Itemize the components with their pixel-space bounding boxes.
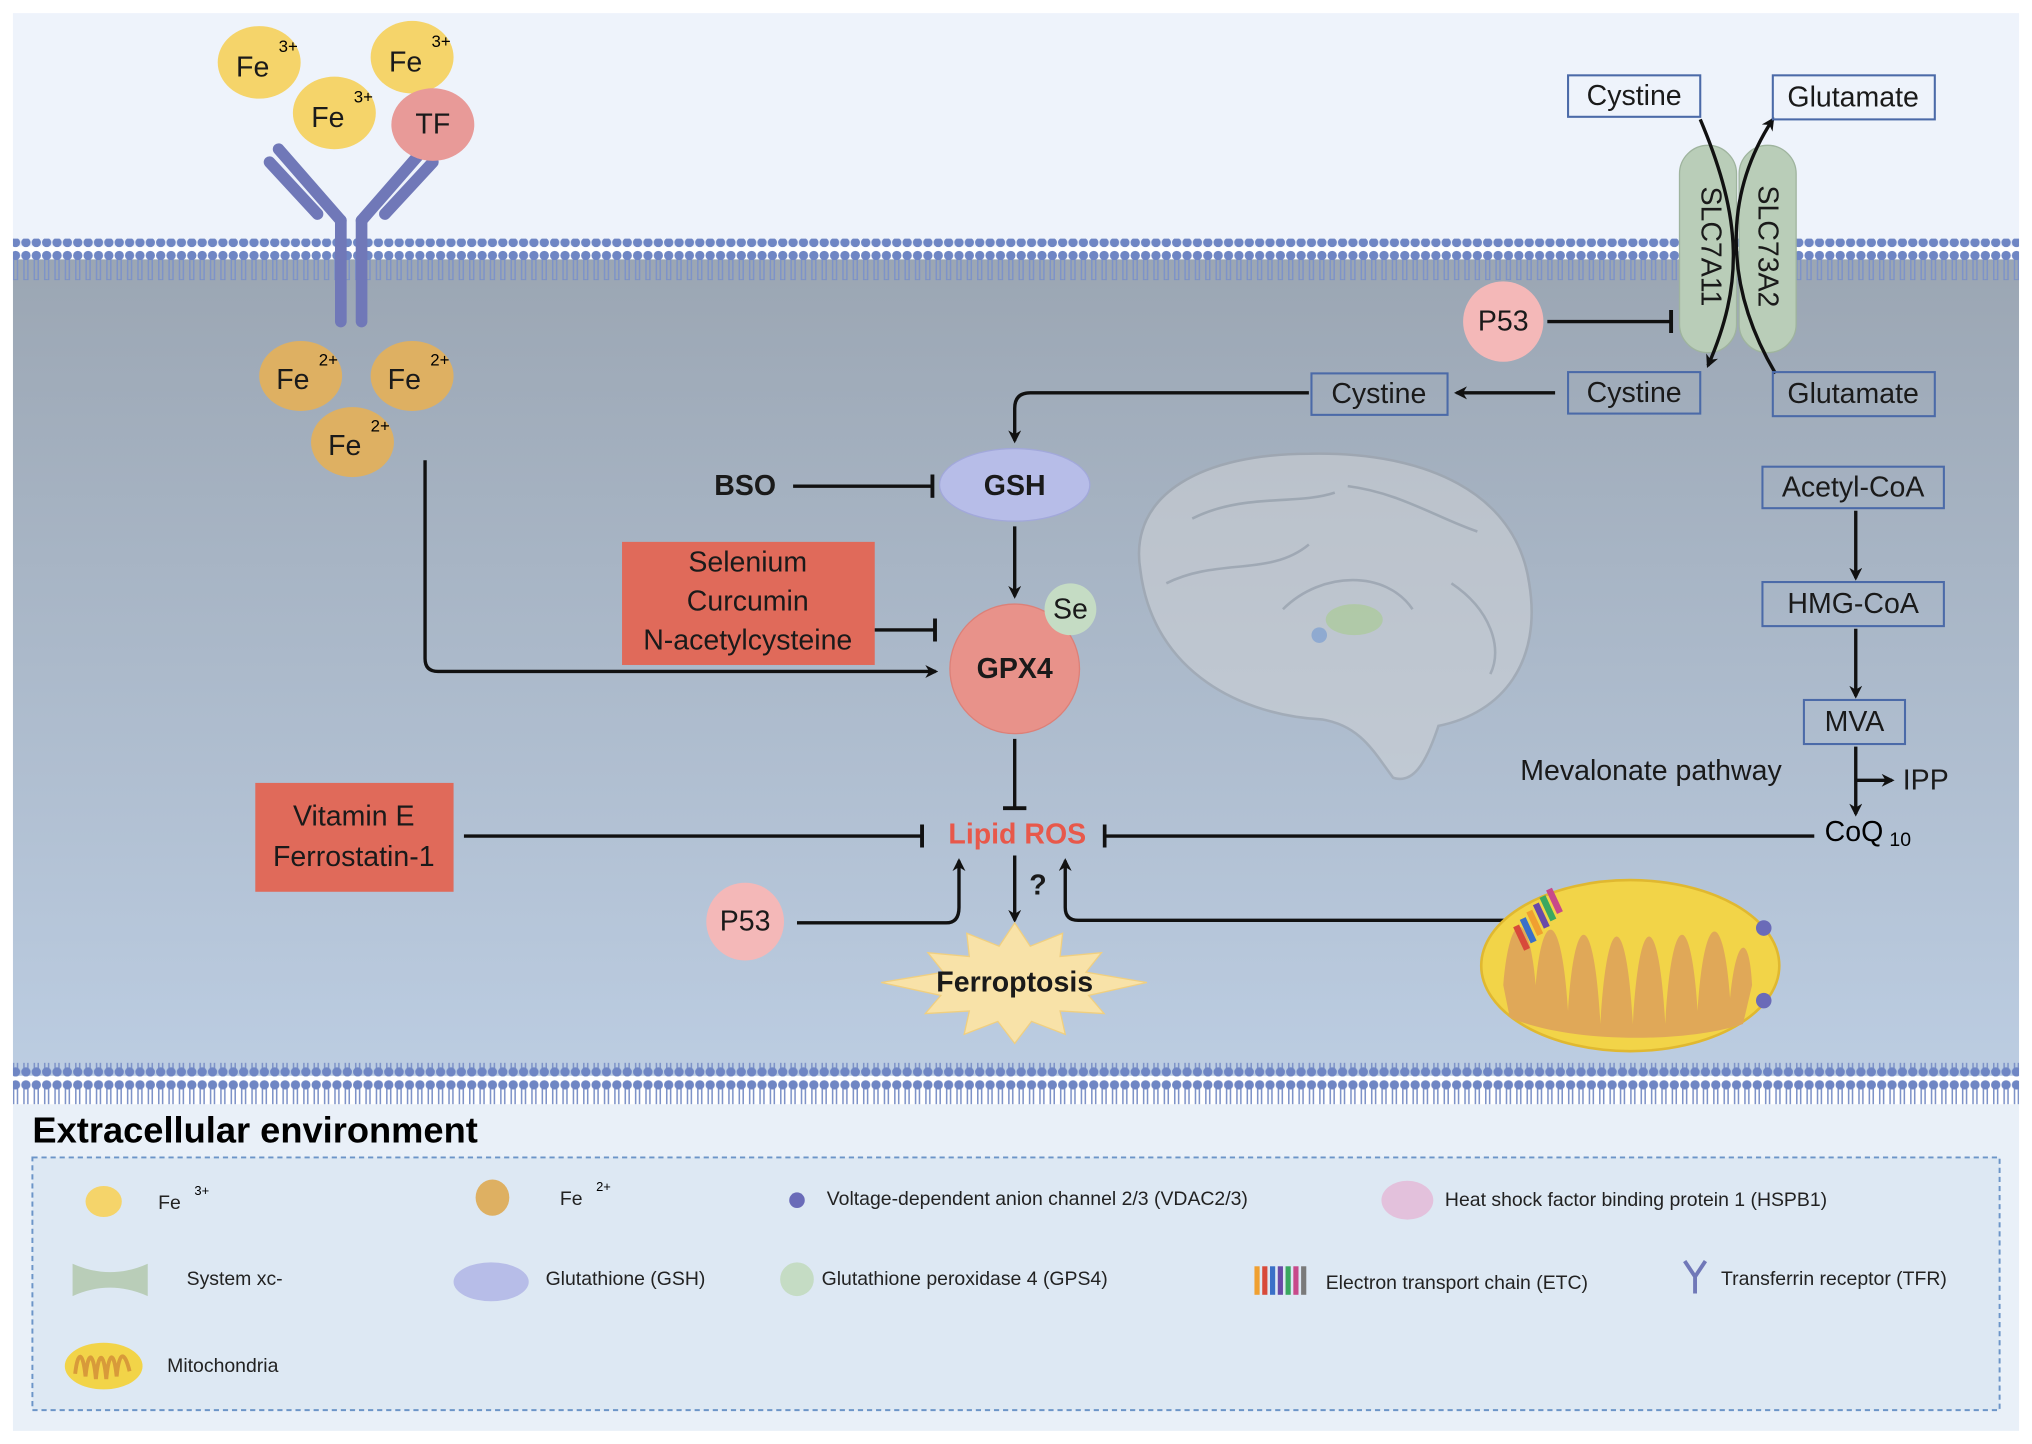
svg-text:2+: 2+ (371, 417, 390, 436)
region-label: Extracellular environment (32, 1110, 477, 1151)
fe2-legend-icon (475, 1179, 510, 1216)
svg-text:Fe: Fe (388, 364, 421, 396)
fe2-ion: Fe 2+ (311, 407, 394, 478)
bso-label: BSO (714, 470, 776, 502)
p53-bottom: P53 (706, 882, 785, 961)
svg-text:P53: P53 (720, 906, 771, 938)
svg-text:Electron transport chain (ETC): Electron transport chain (ETC) (1326, 1272, 1588, 1294)
lipid-ros-label: Lipid ROS (948, 819, 1086, 851)
glutamate-intracellular-box: Glutamate (1771, 371, 1936, 418)
cystine-intracellular-box: Cystine (1567, 371, 1702, 415)
svg-text:Cystine: Cystine (1331, 378, 1426, 410)
coq10-label: CoQ 10 (1825, 816, 1912, 851)
brain-icon (1137, 452, 1533, 781)
svg-text:Fe: Fe (236, 52, 269, 84)
svg-text:Se: Se (1053, 593, 1088, 625)
cystine-extracellular-box: Cystine (1567, 74, 1702, 118)
svg-text:10: 10 (1889, 829, 1911, 851)
gpx4-legend-icon (780, 1262, 814, 1297)
svg-text:Cystine: Cystine (1587, 80, 1682, 112)
svg-text:HMG-CoA: HMG-CoA (1787, 588, 1918, 620)
svg-text:Selenium: Selenium (688, 547, 807, 579)
svg-text:N-acetylcysteine: N-acetylcysteine (643, 624, 852, 656)
svg-text:Fe: Fe (158, 1192, 181, 1214)
tfr-legend-icon (1683, 1260, 1708, 1294)
svg-text:Fe: Fe (389, 46, 422, 78)
system-xc-transporter: SLC7A11 SLC73A2 (1678, 117, 1797, 375)
svg-text:Glutathione peroxidase 4 (GPS4: Glutathione peroxidase 4 (GPS4) (822, 1268, 1108, 1290)
vdac-icon (1755, 920, 1772, 936)
svg-text:Glutamate: Glutamate (1787, 378, 1918, 410)
fe3-ion: Fe 3+ (217, 26, 301, 99)
svg-text:Fe: Fe (560, 1188, 583, 1210)
svg-text:MVA: MVA (1825, 706, 1885, 738)
fe2-ion: Fe 2+ (370, 341, 454, 411)
selenium-curcumin-nac-box: Selenium Curcumin N-acetylcysteine (622, 541, 875, 665)
gpx4-node: GPX4 (949, 603, 1081, 735)
svg-text:3+: 3+ (354, 88, 373, 107)
system-xc-legend-icon (72, 1263, 148, 1297)
vdac-icon (1755, 992, 1772, 1009)
transferrin-receptor-icon (263, 143, 439, 328)
acetyl-coa-box: Acetyl-CoA (1761, 465, 1945, 510)
ipp-label: IPP (1903, 764, 1949, 796)
svg-text:CoQ: CoQ (1825, 816, 1884, 848)
svg-text:2+: 2+ (596, 1179, 611, 1194)
svg-text:Voltage-dependent anion channe: Voltage-dependent anion channel 2/3 (VDA… (827, 1188, 1248, 1210)
vdac-legend-icon (789, 1192, 805, 1208)
svg-text:Glutamate: Glutamate (1787, 81, 1918, 113)
svg-text:3+: 3+ (432, 32, 451, 51)
svg-text:Heat shock factor binding prot: Heat shock factor binding protein 1 (HSP… (1445, 1189, 1827, 1211)
legend: Fe 3+ Fe 2+ Voltage-dependent anion channe… (31, 1156, 2001, 1412)
cystine-cytosol-box: Cystine (1310, 372, 1449, 416)
fe2-ion: Fe 2+ (259, 341, 343, 411)
question-mark: ? (1029, 869, 1046, 901)
gsh-legend-icon (453, 1262, 529, 1302)
svg-text:Transferrin receptor (TFR): Transferrin receptor (TFR) (1721, 1268, 1947, 1290)
fe3-ion: Fe 3+ (370, 20, 454, 94)
svg-text:3+: 3+ (194, 1183, 209, 1198)
svg-text:Ferroptosis: Ferroptosis (936, 966, 1093, 998)
mva-box: MVA (1802, 698, 1907, 746)
svg-text:TF: TF (415, 109, 450, 141)
fe2-to-gpx4-arrow (423, 460, 939, 678)
svg-text:Ferrostatin-1: Ferrostatin-1 (273, 841, 435, 873)
svg-text:Mitochondria: Mitochondria (167, 1355, 278, 1377)
mitochondria-legend-icon (64, 1342, 143, 1390)
svg-text:3+: 3+ (279, 37, 298, 56)
svg-text:2+: 2+ (319, 351, 338, 370)
vitamin-e-ferrostatin-box: Vitamin E Ferrostatin-1 (255, 782, 454, 892)
svg-text:System xc-: System xc- (187, 1268, 283, 1290)
svg-text:SLC73A2: SLC73A2 (1752, 185, 1784, 307)
svg-text:GSH: GSH (984, 470, 1046, 502)
svg-text:2+: 2+ (430, 351, 449, 370)
svg-text:P53: P53 (1478, 306, 1529, 338)
etc-icon (1513, 887, 1563, 951)
hspb1-legend-icon (1381, 1180, 1434, 1220)
fe3-legend-icon (85, 1185, 122, 1218)
svg-text:Curcumin: Curcumin (687, 585, 809, 617)
glutamate-extracellular-box: Glutamate (1771, 74, 1936, 121)
svg-text:SLC7A11: SLC7A11 (1695, 186, 1727, 306)
svg-text:Glutathione (GSH): Glutathione (GSH) (546, 1268, 706, 1290)
se-node: Se (1044, 583, 1097, 636)
fe3-ion: Fe 3+ (292, 76, 376, 150)
etc-legend-icon (1254, 1266, 1307, 1295)
svg-text:Vitamin E: Vitamin E (293, 801, 414, 833)
mitochondrion-icon (1479, 878, 1781, 1053)
svg-text:GPX4: GPX4 (977, 653, 1053, 685)
tf-protein: TF (391, 88, 475, 161)
membrane-bottom (12, 1062, 2020, 1105)
svg-text:Fe: Fe (328, 430, 361, 462)
hmg-coa-box: HMG-CoA (1761, 581, 1945, 628)
svg-text:Fe: Fe (276, 364, 309, 396)
svg-text:Fe: Fe (311, 102, 344, 134)
svg-text:Acetyl-CoA: Acetyl-CoA (1782, 471, 1925, 503)
ferroptosis-burst: Ferroptosis (881, 921, 1148, 1045)
svg-text:Cystine: Cystine (1587, 377, 1682, 409)
mevalonate-pathway-label: Mevalonate pathway (1520, 755, 1782, 787)
gsh-node: GSH (938, 447, 1091, 522)
p53-top: P53 (1463, 281, 1544, 362)
